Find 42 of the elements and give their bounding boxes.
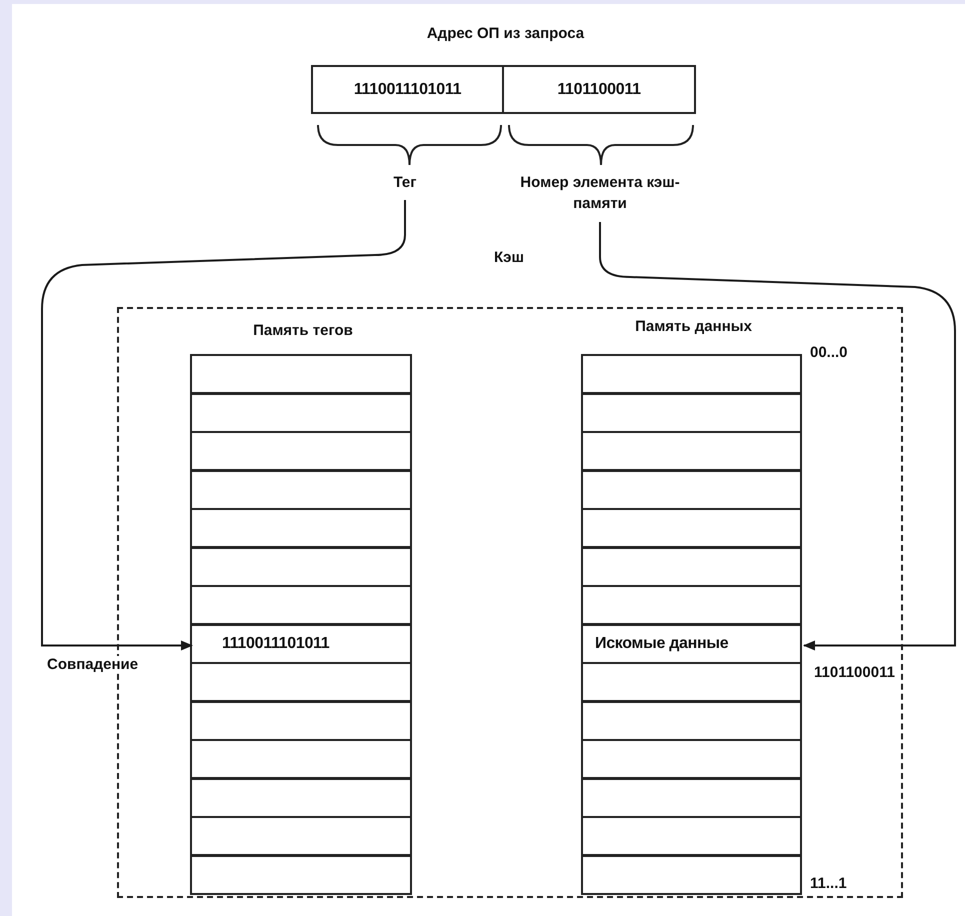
memory-row <box>190 778 412 818</box>
memory-row <box>190 662 412 702</box>
memory-row <box>190 470 412 510</box>
memory-row <box>190 739 412 779</box>
memory-row <box>581 700 802 740</box>
memory-row <box>190 546 412 586</box>
memory-row: Искомые данные <box>581 624 802 664</box>
memory-row <box>581 816 802 856</box>
memory-row <box>190 854 412 894</box>
memory-row <box>190 392 412 432</box>
memory-row <box>581 470 802 510</box>
memory-heading: Память данных <box>634 318 753 335</box>
memory-row <box>581 392 802 432</box>
edge-label: Совпадение <box>45 656 140 672</box>
address-field: 1101100011 <box>502 65 696 114</box>
cache-heading: Кэш <box>493 249 525 266</box>
memory-row <box>190 508 412 548</box>
memory-row <box>581 585 802 625</box>
edge-label: 1101100011 <box>812 664 897 680</box>
memory-row <box>581 508 802 548</box>
row-address-label: 11...1 <box>810 875 847 892</box>
row-address-label: 00...0 <box>810 344 848 361</box>
memory-row <box>581 546 802 586</box>
register-title: Адрес ОП из запроса <box>426 25 586 42</box>
memory-row <box>190 431 412 471</box>
memory-row: 1110011101011 <box>190 624 412 664</box>
memory-row <box>581 354 802 394</box>
connector-arrow <box>599 222 956 650</box>
field-label: Тег <box>375 172 435 194</box>
memory-row <box>581 854 802 894</box>
memory-row <box>581 778 802 818</box>
memory-row <box>581 739 802 779</box>
memory-row <box>581 662 802 702</box>
memory-row <box>190 354 412 394</box>
address-field: 1110011101011 <box>311 65 504 114</box>
memory-row <box>581 431 802 471</box>
memory-heading: Память тегов <box>252 322 354 339</box>
field-label: Номер элемента кэш-памяти <box>520 172 680 216</box>
memory-row <box>190 816 412 856</box>
memory-row <box>190 700 412 740</box>
connector-arrow <box>41 200 406 650</box>
memory-row <box>190 585 412 625</box>
